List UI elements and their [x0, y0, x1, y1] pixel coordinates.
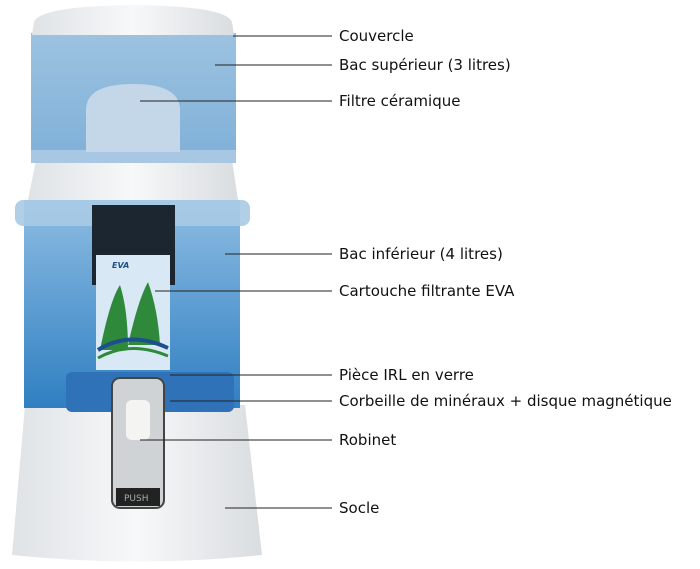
tap	[111, 377, 165, 509]
leader-lines	[140, 35, 332, 509]
label-socle: Socle	[339, 499, 380, 517]
svg-text:PUSH: PUSH	[124, 494, 149, 504]
svg-text:EVA: EVA	[112, 261, 129, 270]
label-robinet: Robinet	[339, 431, 397, 449]
label-cartouche: Cartouche filtrante EVA	[339, 282, 515, 300]
ceramic-filter	[86, 84, 180, 152]
label-piece-irl: Pièce IRL en verre	[339, 366, 474, 384]
collar	[28, 160, 238, 200]
label-filtre-ceramique: Filtre céramique	[339, 92, 461, 110]
lid	[32, 5, 234, 35]
label-corbeille: Corbeille de minéraux + disque magnétiqu…	[339, 392, 672, 410]
label-couvercle: Couvercle	[339, 27, 414, 45]
label-bac-inferieur: Bac inférieur (4 litres)	[339, 245, 503, 263]
label-bac-superieur: Bac supérieur (3 litres)	[339, 56, 511, 74]
